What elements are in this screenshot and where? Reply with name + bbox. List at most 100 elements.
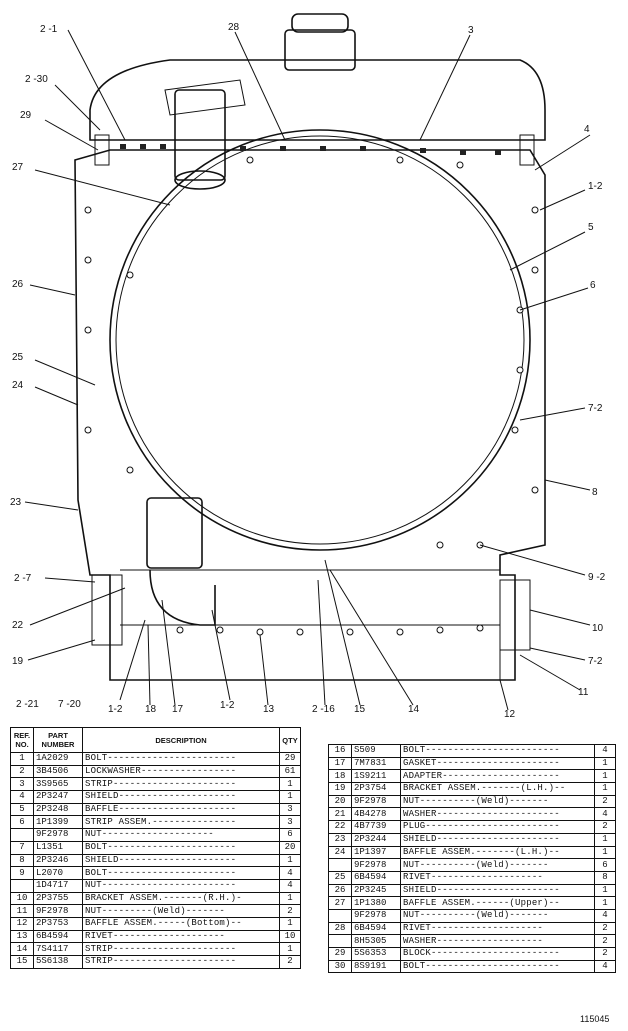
part-number-cell: 1P1397 xyxy=(351,845,401,860)
ref-cell: 19 xyxy=(328,782,352,796)
qty-cell: 8 xyxy=(594,870,616,885)
callout-label: 17 xyxy=(172,704,184,715)
part-number-cell: 1A2029 xyxy=(33,752,83,766)
qty-cell: 6 xyxy=(594,858,616,872)
description-cell: NUT---------(Weld)------- xyxy=(82,904,280,918)
part-number-cell: 2P3754 xyxy=(351,782,401,796)
ref-cell: 1 xyxy=(10,752,34,766)
ref-cell: 4 xyxy=(10,790,34,804)
ref-cell: 12 xyxy=(10,916,34,931)
description-cell: STRIP ASSEM.--------------- xyxy=(82,815,280,830)
ref-cell: 29 xyxy=(328,947,352,961)
part-number-cell: 3S9565 xyxy=(33,777,83,792)
ref-cell: 9 xyxy=(10,866,34,880)
ref-cell: 23 xyxy=(328,832,352,847)
description-cell: BOLT------------------------ xyxy=(400,744,595,758)
table-row: 9F2978 NUT--------------------6 xyxy=(10,828,301,842)
table-row: 8H5305 WASHER-------------------2 xyxy=(328,934,616,948)
part-number-cell: 1D4717 xyxy=(33,878,83,893)
description-cell: RIVET-------------------- xyxy=(82,929,280,944)
callout-label: 25 xyxy=(12,352,24,363)
description-cell: BAFFLE--------------------- xyxy=(82,802,280,817)
ref-cell: 27 xyxy=(328,896,352,910)
callout-label: 8 xyxy=(592,487,598,498)
qty-cell: 1 xyxy=(279,891,301,906)
part-number-cell: 8S9191 xyxy=(351,959,401,974)
description-cell: GASKET---------------------- xyxy=(400,756,595,771)
part-number-cell: S509 xyxy=(351,744,401,758)
qty-cell: 4 xyxy=(279,878,301,893)
header-description: DESCRIPTION xyxy=(82,727,280,753)
qty-cell: 6 xyxy=(279,828,301,842)
callout-label: 28 xyxy=(228,22,240,33)
qty-cell: 4 xyxy=(594,908,616,923)
ref-cell: 22 xyxy=(328,820,352,834)
callout-label: 2 -21 xyxy=(16,699,39,710)
qty-cell: 1 xyxy=(594,832,616,847)
callout-label: 7 -20 xyxy=(58,699,81,710)
qty-cell: 2 xyxy=(279,955,301,969)
description-cell: WASHER------------------- xyxy=(400,934,595,948)
header-qty: QTY xyxy=(279,727,301,753)
qty-cell: 2 xyxy=(594,921,616,936)
callout-label: 15 xyxy=(354,704,366,715)
ref-cell xyxy=(328,934,352,948)
callout-label: 1-2 xyxy=(220,700,235,711)
callout-label: 12 xyxy=(504,709,516,720)
header-part: PART NUMBER xyxy=(33,727,83,753)
description-cell: NUT----------(Weld)------- xyxy=(400,858,595,872)
header-ref: REF. NO. xyxy=(10,727,34,753)
qty-cell: 2 xyxy=(594,794,616,809)
description-cell: BRACKET ASSEM.-------(R.H.)- xyxy=(82,891,280,906)
part-number-cell: 4B7739 xyxy=(351,820,401,834)
ref-cell: 30 xyxy=(328,959,352,974)
exploded-parts-diagram: 2 -1 28 3 2 -30 29 4 1-2 27 5 26 6 25 24… xyxy=(10,13,606,720)
ref-cell: 18 xyxy=(328,769,352,784)
ref-cell: 11 xyxy=(10,904,34,918)
qty-cell: 3 xyxy=(279,815,301,830)
description-cell: NUT-------------------- xyxy=(82,828,280,842)
part-number-cell: 5S6138 xyxy=(33,955,83,969)
ref-cell: 17 xyxy=(328,756,352,771)
description-cell: NUT----------(Weld)------- xyxy=(400,794,595,809)
description-cell: BAFFLE ASSEM.------(Upper)-- xyxy=(400,896,595,910)
callout-label: 29 xyxy=(20,110,32,121)
callout-label: 24 xyxy=(12,380,24,391)
part-number-cell: 7S4117 xyxy=(33,942,83,956)
ref-cell: 20 xyxy=(328,794,352,809)
ref-cell xyxy=(328,908,352,923)
description-cell: LOCKWASHER----------------- xyxy=(82,764,280,779)
qty-cell: 1 xyxy=(594,769,616,784)
description-cell: BOLT------------------------ xyxy=(400,959,595,974)
part-number-cell: 9F2978 xyxy=(33,828,83,842)
part-number-cell: 2P3244 xyxy=(351,832,401,847)
callout-label: 2 -1 xyxy=(40,24,58,35)
callout-label: 6 xyxy=(590,280,596,291)
callout-label: 2 -30 xyxy=(25,74,48,85)
radiator-cap xyxy=(291,13,349,33)
qty-cell: 1 xyxy=(594,896,616,910)
callout-label: 5 xyxy=(588,222,594,233)
upper-outlet xyxy=(174,89,226,181)
description-cell: SHIELD--------------------- xyxy=(82,790,280,804)
part-number-cell: 7M7831 xyxy=(351,756,401,771)
rivet-holes xyxy=(84,156,539,636)
ref-cell: 26 xyxy=(328,883,352,898)
ref-cell: 15 xyxy=(10,955,34,969)
qty-cell: 4 xyxy=(594,959,616,974)
part-number-cell: 9F2978 xyxy=(33,904,83,918)
